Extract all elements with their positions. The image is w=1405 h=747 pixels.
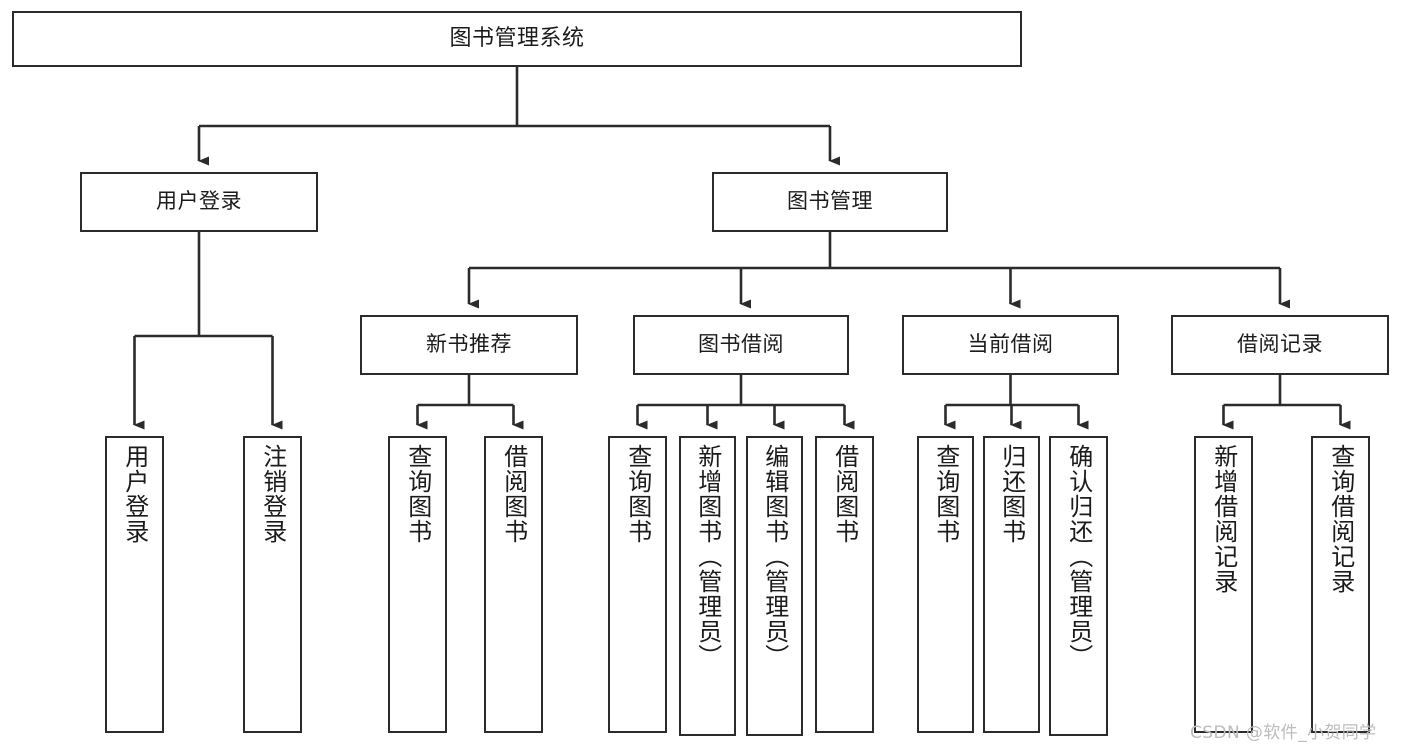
- node-new-book-recommend[interactable]: 新书推荐: [360, 315, 578, 375]
- node-label: 归还图书: [997, 444, 1026, 544]
- node-leaf-add-borrow-record[interactable]: 新增借阅记录: [1194, 436, 1253, 733]
- node-leaf-add-book-admin[interactable]: 新增图书（管理员）: [679, 436, 736, 736]
- node-book-borrow[interactable]: 图书借阅: [633, 315, 849, 375]
- node-leaf-query-book-2[interactable]: 查询图书: [608, 436, 667, 733]
- node-label: 确认归还（管理员）: [1064, 444, 1093, 669]
- node-root[interactable]: 图书管理系统: [12, 11, 1022, 67]
- node-label: 编辑图书（管理员）: [760, 444, 789, 669]
- node-leaf-confirm-return-admin[interactable]: 确认归还（管理员）: [1049, 436, 1108, 736]
- node-label: 注销登录: [258, 444, 287, 544]
- node-label: 查询借阅记录: [1326, 444, 1355, 594]
- node-leaf-query-book-1[interactable]: 查询图书: [388, 436, 447, 733]
- node-label: 查询图书: [403, 444, 432, 544]
- node-label: 新增图书（管理员）: [693, 444, 722, 669]
- node-label: 图书管理: [787, 189, 873, 214]
- node-leaf-borrow-book-1[interactable]: 借阅图书: [484, 436, 543, 733]
- node-current-borrow[interactable]: 当前借阅: [902, 315, 1119, 375]
- node-label: 借阅记录: [1237, 332, 1323, 357]
- node-label: 图书管理系统: [449, 25, 585, 51]
- node-label: 新书推荐: [426, 332, 512, 357]
- node-label: 图书借阅: [698, 332, 784, 357]
- node-label: 当前借阅: [967, 332, 1054, 357]
- csdn-watermark: CSDN @软件_小贺同学: [1190, 723, 1377, 743]
- node-leaf-edit-book-admin[interactable]: 编辑图书（管理员）: [746, 436, 803, 736]
- node-label: 借阅图书: [499, 444, 528, 544]
- node-label: 用户登录: [120, 444, 149, 544]
- node-leaf-user-login[interactable]: 用户登录: [105, 436, 164, 733]
- node-label: 查询图书: [931, 444, 960, 544]
- node-leaf-query-borrow-record[interactable]: 查询借阅记录: [1311, 436, 1370, 733]
- node-label: 用户登录: [156, 189, 242, 214]
- node-label: 借阅图书: [830, 444, 859, 544]
- node-borrow-record[interactable]: 借阅记录: [1171, 315, 1389, 375]
- node-leaf-return-book[interactable]: 归还图书: [983, 436, 1040, 733]
- node-user-login[interactable]: 用户登录: [80, 172, 318, 232]
- node-label: 新增借阅记录: [1209, 444, 1238, 594]
- node-label: 查询图书: [623, 444, 652, 544]
- node-leaf-logout[interactable]: 注销登录: [243, 436, 302, 733]
- node-leaf-borrow-book-2[interactable]: 借阅图书: [815, 436, 874, 733]
- node-book-management[interactable]: 图书管理: [712, 172, 948, 232]
- node-leaf-query-book-3[interactable]: 查询图书: [917, 436, 974, 733]
